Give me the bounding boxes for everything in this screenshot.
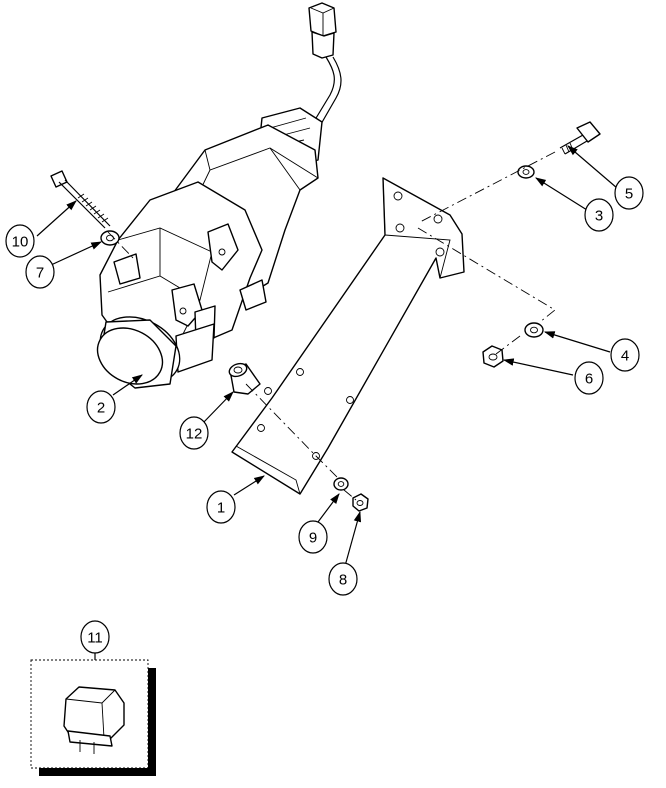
callout-12: 12	[179, 416, 209, 450]
bolt-part-5	[559, 121, 601, 155]
callout-5: 5	[614, 176, 644, 210]
callout-8-label: 8	[339, 572, 347, 589]
callout-1: 1	[206, 490, 236, 524]
relay-part-11	[63, 686, 125, 754]
washer-part-4	[524, 322, 544, 338]
washer-part-7	[100, 230, 120, 246]
bolt-part-10	[50, 170, 111, 229]
callout-leaders	[36, 145, 618, 660]
washer-part-3	[517, 165, 535, 179]
callout-12-label: 12	[186, 426, 203, 443]
callout-3: 3	[584, 198, 614, 232]
callout-2: 2	[86, 390, 116, 424]
callout-11-label: 11	[87, 630, 103, 647]
callout-2-label: 2	[97, 400, 105, 417]
callout-1-label: 1	[217, 500, 225, 517]
callout-6: 6	[574, 361, 604, 395]
callout-3-label: 3	[595, 208, 603, 225]
callout-6-label: 6	[585, 371, 593, 388]
callout-7-label: 7	[36, 265, 44, 282]
inset-part-11	[30, 659, 156, 776]
mounting-bracket-part-1	[231, 177, 465, 495]
washer-part-9	[333, 477, 349, 491]
assembly-center-lines	[107, 151, 556, 501]
callout-4-label: 4	[621, 348, 629, 365]
spacer-part-12	[228, 362, 261, 395]
callout-10-label: 10	[12, 234, 29, 251]
wire-harness	[302, 2, 342, 143]
nut-part-6	[482, 345, 504, 368]
nut-part-8	[352, 493, 369, 512]
callout-9: 9	[298, 520, 328, 554]
callout-9-label: 9	[309, 530, 317, 547]
callout-5-label: 5	[625, 186, 633, 203]
callout-11: 11	[80, 620, 110, 654]
actuator-body	[96, 107, 323, 389]
callout-8: 8	[328, 562, 358, 596]
callout-7: 7	[25, 255, 55, 289]
callout-10: 10	[5, 224, 35, 258]
callout-4: 4	[610, 338, 640, 372]
